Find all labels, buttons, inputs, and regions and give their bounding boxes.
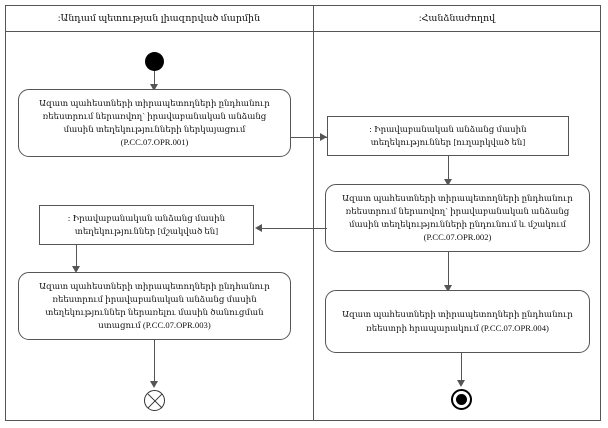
edge-action-003-to-flow-final (154, 340, 155, 384)
arrowhead-action-003-to-flow-final (150, 381, 158, 388)
swimlane-header-rule (5, 31, 601, 32)
action-002-line-4: (P.CC.07.OPR.002) (423, 232, 492, 243)
arrowhead-object-sent-to-action-002 (444, 179, 452, 186)
action-003-line-4: ստացում (P.CC.07.OPR.003) (98, 320, 211, 331)
arrowhead-action-004-to-activity-final (457, 380, 465, 387)
action-001-line-4: (P.CC.07.OPR.001) (120, 137, 189, 148)
object-sent-line-1: : Իրավաբանական անձանց մասին (369, 123, 527, 134)
edge-action-004-to-activity-final (461, 353, 462, 383)
swimlane-title-commission: :Հանձնաժողով (418, 14, 496, 24)
edge-start-to-action-001 (154, 71, 155, 87)
activity-final-node[interactable] (451, 389, 472, 410)
object-node-info-processed[interactable]: : Իրավաբանական անձանց մասին տեղեկություն… (39, 205, 254, 245)
edge-object-sent-to-action-002 (448, 156, 449, 182)
object-processed-line-1: : Իրավաբանական անձանց մասին (67, 212, 226, 223)
action-003-line-2: ռեեստրում իրավաբանական անձանց մասին (52, 293, 257, 304)
object-processed-line-2: տեղեկություններ [մշակված են] (74, 226, 219, 236)
action-001-line-3: մասին տեղեկությունների ներկայացում (63, 124, 246, 134)
action-001-line-2: ռեեստրում ներառվող` իրավաբանական անձանց (42, 110, 267, 121)
action-003-line-3: տեղեկություններ ներառելու մասին ծանուցմա… (45, 307, 264, 317)
action-node-opr-003[interactable]: Ազատ պահեստների տիրապետողների ընդհանուր … (18, 272, 291, 340)
initial-node[interactable] (145, 52, 164, 71)
edge-action-002-to-object-processed (257, 228, 327, 229)
action-003-line-1: Ազատ պահեստների տիրապետողների ընդհանուր (39, 280, 270, 291)
arrowhead-action-002-to-action-004 (444, 285, 452, 292)
action-002-line-3: մասին տեղեկությունների ընդունում և մշակո… (348, 219, 567, 229)
action-004-line-2: ռեեստրի հրապարակում (P.CC.07.OPR.004) (366, 322, 549, 333)
object-sent-line-2: տեղեկություններ [ուղարկված են] (370, 137, 526, 147)
edge-action-001-to-object-sent (291, 137, 327, 138)
action-002-line-2: ռեեստրում ներառվող` իրավաբանական անձանց (345, 205, 570, 216)
object-node-info-sent[interactable]: : Իրավաբանական անձանց մասին տեղեկություն… (327, 116, 569, 156)
action-002-line-1: Ազատ պահեստների տիրապետողների ընդհանուր (342, 192, 573, 203)
edge-object-processed-to-action-003 (76, 245, 77, 269)
arrowhead-start-to-action-001 (150, 84, 158, 91)
action-node-opr-001[interactable]: Ազատ պահեստների տիրապետողների ընդհանուր … (18, 89, 291, 157)
arrowhead-object-processed-to-action-003 (72, 266, 80, 273)
action-node-opr-004[interactable]: Ազատ պահեստների տիրապետողների ընդհանուր … (325, 290, 590, 353)
arrowhead-action-002-to-object-processed (255, 224, 262, 232)
action-001-line-1: Ազատ պահեստների տիրապետողների ընդհանուր (39, 97, 270, 108)
arrowhead-action-001-to-object-sent (320, 133, 327, 141)
swimlane-title-member-state-authority: :Անդամ պետության լիազորված մարմին (57, 14, 261, 24)
swimlane-divider (313, 5, 314, 421)
flow-final-node[interactable] (144, 390, 165, 411)
action-004-line-1: Ազատ պահեստների տիրապետողների ընդհանուր (342, 309, 573, 320)
action-node-opr-002[interactable]: Ազատ պահեստների տիրապետողների ընդհանուր … (325, 184, 590, 252)
edge-action-002-to-action-004 (448, 252, 449, 288)
